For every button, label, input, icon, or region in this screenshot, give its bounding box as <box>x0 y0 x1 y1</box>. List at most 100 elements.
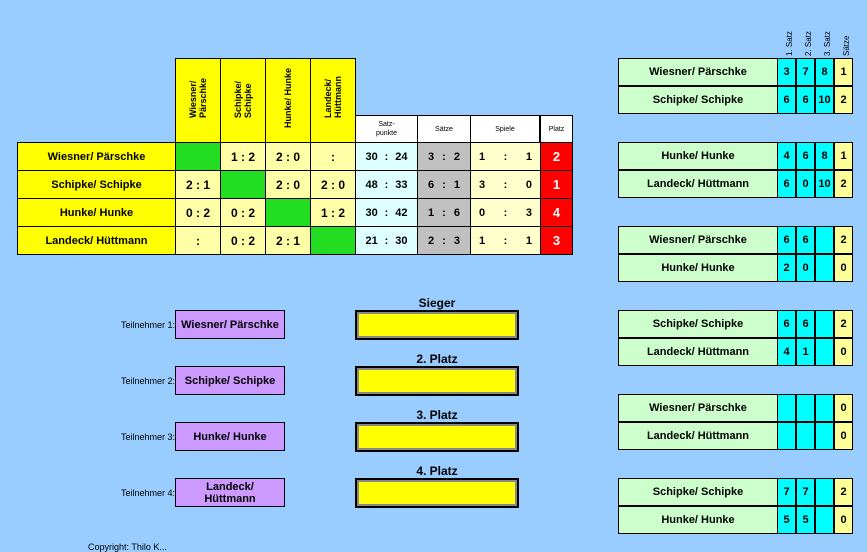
spiele-cell: 3:0 <box>470 170 541 199</box>
matrix-score-cell[interactable]: 2 : 0 <box>265 170 311 199</box>
saetze-cell: 3:2 <box>417 142 471 171</box>
satzpunkte-value: 30 <box>365 150 378 163</box>
satzpunkte-value: 21 <box>365 234 378 247</box>
results-set-score[interactable]: 2 <box>777 254 796 282</box>
matrix-score-cell[interactable]: 2 : 0 <box>265 142 311 171</box>
results-set-score[interactable]: 6 <box>796 86 815 114</box>
separator: : <box>503 150 508 163</box>
results-sets-won: 2 <box>834 86 853 114</box>
platz-cell: 3 <box>540 226 573 255</box>
results-team: Schipke/ Schipke <box>618 86 778 114</box>
participant-name-box[interactable]: Hunke/ Hunke <box>175 422 285 451</box>
results-set-score[interactable] <box>815 506 834 534</box>
participant-name-box[interactable]: Wiesner/ Pärschke <box>175 310 285 339</box>
matrix-header-label: Hunke/ Hunke <box>283 67 293 128</box>
results-set-score[interactable]: 7 <box>796 58 815 86</box>
matrix-score-cell[interactable]: 0 : 2 <box>220 226 266 255</box>
results-set-score[interactable] <box>796 422 815 450</box>
matrix-score-cell[interactable]: 2 : 1 <box>265 226 311 255</box>
results-set-score[interactable]: 6 <box>777 86 796 114</box>
results-set-score[interactable]: 0 <box>796 254 815 282</box>
results-set-score[interactable]: 6 <box>796 226 815 254</box>
results-set-score[interactable]: 6 <box>777 226 796 254</box>
results-team: Wiesner/ Pärschke <box>618 58 778 86</box>
spiele-value: 3 <box>525 206 532 219</box>
spiele-value: 1 <box>479 234 486 247</box>
participant-name-box[interactable]: Landeck/ Hüttmann <box>175 478 285 507</box>
results-set-score[interactable] <box>796 394 815 422</box>
spiele-cell: 1:1 <box>470 226 541 255</box>
results-set-score[interactable] <box>777 394 796 422</box>
results-set-score[interactable]: 4 <box>777 338 796 366</box>
ranking-field[interactable] <box>355 310 519 340</box>
results-set-score[interactable]: 7 <box>777 478 796 506</box>
separator: : <box>384 150 389 163</box>
results-set-score[interactable]: 6 <box>777 170 796 198</box>
matrix-score-cell[interactable]: : <box>310 142 356 171</box>
results-set-score[interactable] <box>815 254 834 282</box>
results-set-score[interactable] <box>777 422 796 450</box>
separator: : <box>442 178 446 191</box>
results-set-score[interactable]: 6 <box>796 310 815 338</box>
matrix-diagonal-cell <box>265 198 311 227</box>
results-sets-won: 1 <box>834 58 853 86</box>
saetze-value: 1 <box>453 178 460 191</box>
matrix-row-team: Wiesner/ Pärschke <box>17 142 176 171</box>
spiele-value: 1 <box>525 150 532 163</box>
results-set-score[interactable]: 10 <box>815 170 834 198</box>
results-set-score[interactable]: 8 <box>815 58 834 86</box>
matrix-header-label: Landeck/ Hüttmann <box>323 76 343 118</box>
separator: : <box>442 234 446 247</box>
matrix-diagonal-cell <box>310 226 356 255</box>
results-set-score[interactable]: 5 <box>777 506 796 534</box>
results-set-score[interactable]: 1 <box>796 338 815 366</box>
matrix-score-cell[interactable]: 0 : 2 <box>220 198 266 227</box>
participant-name-box[interactable]: Schipke/ Schipke <box>175 366 285 395</box>
matrix-score-cell[interactable]: 0 : 2 <box>175 198 221 227</box>
spiele-value: 0 <box>479 206 486 219</box>
saetze-value: 1 <box>428 206 435 219</box>
results-set-score[interactable] <box>815 226 834 254</box>
ranking-title: 4. Platz <box>416 464 458 478</box>
matrix-score-cell[interactable]: 2 : 0 <box>310 170 356 199</box>
ranking-field[interactable] <box>355 422 519 452</box>
results-sets-won: 2 <box>834 170 853 198</box>
results-sets-won: 1 <box>834 142 853 170</box>
spiele-cell: 1: 1 <box>470 142 541 171</box>
matrix-score-cell[interactable]: : <box>175 226 221 255</box>
results-set-score[interactable]: 6 <box>777 310 796 338</box>
matrix-score-cell[interactable]: 1 : 2 <box>310 198 356 227</box>
ranking-title: 2. Platz <box>416 352 458 366</box>
results-set-score[interactable]: 10 <box>815 86 834 114</box>
results-set-score[interactable]: 5 <box>796 506 815 534</box>
results-set-score[interactable] <box>815 422 834 450</box>
results-set-score[interactable]: 8 <box>815 142 834 170</box>
results-set-score[interactable]: 0 <box>796 170 815 198</box>
col-spiele-header: Spiele <box>470 115 540 143</box>
results-set-score[interactable] <box>815 310 834 338</box>
saetze-value: 2 <box>453 150 460 163</box>
results-set-score[interactable]: 6 <box>796 142 815 170</box>
results-sets-won: 2 <box>834 478 853 506</box>
participant-label: Teilnehmer 4: <box>120 488 175 498</box>
spiele-cell: 0:3 <box>470 198 541 227</box>
results-set-score[interactable]: 4 <box>777 142 796 170</box>
results-set-score[interactable] <box>815 338 834 366</box>
results-team: Schipke/ Schipke <box>618 310 778 338</box>
ranking-field[interactable] <box>355 478 519 508</box>
spiele-value: 1 <box>479 150 486 163</box>
separator: : <box>503 178 508 191</box>
saetze-cell: 2:3 <box>417 226 471 255</box>
matrix-score-cell[interactable]: 1 : 2 <box>220 142 266 171</box>
footer-copyright: Copyright: Thilo K... <box>88 542 167 552</box>
results-sets-won: 0 <box>834 338 853 366</box>
ranking-field[interactable] <box>355 366 519 396</box>
results-set-score[interactable] <box>815 478 834 506</box>
matrix-score-cell[interactable]: 2 : 1 <box>175 170 221 199</box>
results-set-score[interactable]: 7 <box>796 478 815 506</box>
saetze-value: 2 <box>428 234 435 247</box>
results-set-score[interactable] <box>815 394 834 422</box>
matrix-header-team: Schipke/ Schipke <box>220 58 266 143</box>
results-sets-won: 2 <box>834 226 853 254</box>
results-set-score[interactable]: 3 <box>777 58 796 86</box>
